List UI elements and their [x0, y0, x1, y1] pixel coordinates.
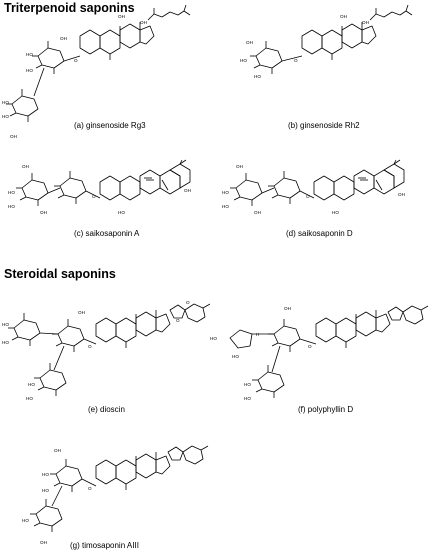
caption-dioscin: (e) dioscin [88, 405, 125, 414]
dioscin-rhamnose-1 [7, 312, 41, 347]
dioscin-ho-label-4: HO [26, 396, 33, 401]
ssa-ho-label-2: HO [8, 204, 15, 209]
ssd-oh-label-3: OH [398, 192, 405, 197]
ppd-ho-label-2: HO [232, 354, 239, 359]
tim-galactose [49, 458, 83, 493]
rg3-oh-label: OH [140, 20, 147, 25]
caption-ppd: (f) polyphyllin D [298, 405, 353, 414]
saikosaponin-a-structure: OH HO HO OH HO OH O (c) saikosaponin A [8, 159, 191, 238]
rg3-side-chain [147, 4, 191, 21]
rg3-ho-label-4: HO [2, 114, 9, 119]
ssa-oleanane-core [99, 159, 191, 201]
ssd-oh-label: OH [236, 164, 243, 169]
rh2-oh-label: OH [362, 20, 369, 25]
dioscin-structure: OH HO HO HO HO O O O (e) dioscin [2, 300, 211, 414]
triterpenoid-section-title: Triterpenoid saponins [4, 1, 135, 15]
dioscin-rhamnose-2 [33, 362, 67, 397]
ginsenoside-rh2-structure: OH OH OH HO HO O (b) ginsenoside Rh2 [240, 4, 413, 130]
tim-ho-label-3: HO [22, 518, 29, 523]
tim-o-label: O [88, 486, 92, 491]
dioscin-ho-label-3: HO [28, 382, 35, 387]
tim-oh-label-2: OH [40, 540, 47, 545]
ppd-o-label: O [308, 344, 312, 349]
rh2-ho-label-2: HO [254, 74, 261, 79]
ppd-arabinose-ring [229, 329, 253, 349]
saikosaponin-d-structure: OH HO HO OH HO OH O (d) saikosaponin D [222, 159, 405, 238]
dioscin-o-label-3: O [186, 300, 190, 305]
ssa-o-label: O [92, 194, 96, 199]
rh2-steroid-core [301, 21, 377, 61]
ppd-steroid-core [315, 309, 391, 349]
ppd-oh-label: OH [284, 306, 291, 311]
ssd-oleanane-core [313, 159, 405, 201]
ppd-ho-label: HO [210, 336, 217, 341]
steroidal-section-title: Steroidal saponins [4, 267, 116, 281]
polyphyllin-d-structure: OH HO HO HO HO H O (f) polyphyllin D [210, 305, 429, 414]
dioscin-ho-label: HO [2, 322, 9, 327]
ssa-oh-label: OH [22, 164, 29, 169]
ssd-ho-label: HO [222, 190, 229, 195]
ssd-oh-label-2: OH [254, 210, 261, 215]
timosaponin-aiii-structure: OH HO HO HO OH O (g) timosaponin AIII [22, 445, 209, 550]
ppd-h-label: H [256, 332, 259, 337]
ssa-ho-label: HO [8, 190, 15, 195]
rg3-o-label: O [74, 58, 78, 63]
dioscin-steroid-core [95, 309, 171, 349]
tim-steroid-core [95, 451, 171, 491]
ginsenoside-rg3-structure: OH OH OH HO HO HO HO OH O (a) ginsenosid… [2, 4, 191, 139]
tim-ho-label: HO [42, 472, 49, 477]
rg3-oh-label-4: OH [10, 134, 17, 139]
caption-rg3: (a) ginsenoside Rg3 [74, 121, 146, 130]
rg3-steroid-core [79, 21, 155, 61]
ssa-fucose [53, 170, 87, 205]
ssd-fucose [267, 170, 301, 205]
ssa-glucose [15, 172, 49, 207]
caption-rh2: (b) ginsenoside Rh2 [288, 121, 360, 130]
rh2-oh-label-2: OH [340, 14, 347, 19]
rh2-side-chain [369, 4, 413, 21]
rg3-ho-label-2: HO [26, 68, 33, 73]
ssa-oh-label-2: OH [40, 210, 47, 215]
ssd-glucose [229, 172, 263, 207]
ssd-ho-label-2: HO [222, 204, 229, 209]
rg3-ho-label: HO [26, 52, 33, 57]
ppd-ho-label-3: HO [244, 382, 251, 387]
rg3-oh-label-3: OH [60, 36, 67, 41]
ssa-oh-label-3: OH [184, 188, 191, 193]
rg3-glucose-1 [31, 40, 65, 75]
caption-ssa: (c) saikosaponin A [74, 229, 140, 238]
caption-tim: (g) timosaponin AIII [70, 541, 139, 550]
ppd-ho-label-4: HO [244, 396, 251, 401]
caption-ssd: (d) saikosaponin D [286, 229, 353, 238]
rg3-glucose-2 [5, 88, 39, 123]
rh2-glucose [249, 40, 283, 75]
ssd-o-label: O [306, 194, 310, 199]
ssa-ho-label-3: HO [118, 210, 125, 215]
ppd-glucose [267, 318, 301, 353]
dioscin-o-label: O [88, 344, 92, 349]
tim-glucose [29, 498, 63, 533]
ppd-spiroketal [387, 305, 429, 325]
dioscin-ho-label-2: HO [2, 340, 9, 345]
rg3-ho-label-3: HO [2, 100, 9, 105]
dioscin-glucose [51, 318, 85, 353]
tim-ho-label-2: HO [42, 488, 49, 493]
tim-spiroketal [167, 445, 209, 465]
tim-oh-label: OH [54, 448, 61, 453]
dioscin-o-label-2: O [176, 318, 180, 323]
ssd-ho-label-3: HO [332, 210, 339, 215]
rh2-ho-label: HO [240, 58, 247, 63]
rg3-oh-label-2: OH [118, 14, 125, 19]
rh2-oh-label-3: OH [246, 40, 253, 45]
ppd-rhamnose [251, 364, 285, 399]
dioscin-oh-label: OH [78, 310, 85, 315]
rh2-o-label: O [294, 58, 298, 63]
